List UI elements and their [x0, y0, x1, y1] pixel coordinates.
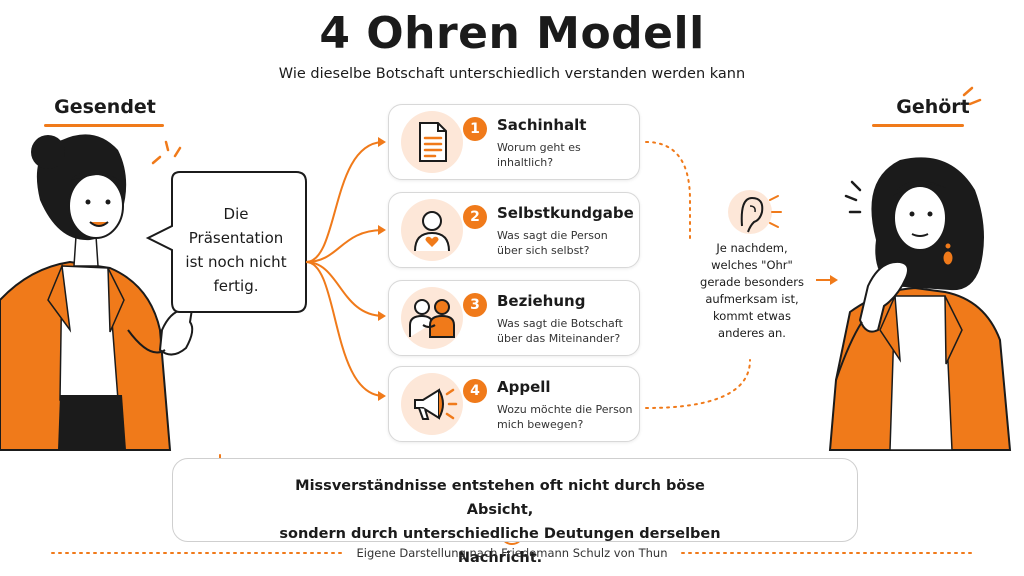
- card-title: Sachinhalt: [497, 116, 587, 134]
- ear-card-beziehung: 3 Beziehung Was sagt die Botschaft über …: [388, 280, 640, 356]
- page-subtitle: Wie dieselbe Botschaft unterschiedlich v…: [278, 66, 746, 82]
- card-description: Was sagt die Person über sich selbst?: [497, 229, 608, 257]
- document-icon: [419, 122, 447, 162]
- insight-box: [172, 458, 858, 542]
- card-icon-circle: [401, 287, 463, 349]
- card-title: Beziehung: [497, 292, 586, 310]
- ear-card-selbstkundgabe: 2 Selbstkundgabe Was sagt die Person übe…: [388, 192, 640, 268]
- ear-explanation-text: Je nachdem, welches "Ohr" gerade besonde…: [700, 241, 804, 340]
- card-number: 4: [463, 379, 487, 403]
- card-description: Was sagt die Botschaft über das Miteinan…: [497, 317, 623, 345]
- sender-label: Gesendet: [54, 96, 156, 118]
- branch-arrows: [305, 141, 385, 397]
- ear-card-appell: 4 Appell Wozu möchte die Person mich bew…: [388, 366, 640, 442]
- branch-arrowheads: [378, 137, 386, 401]
- card-icon-circle: [401, 199, 463, 261]
- ear-icon: [728, 190, 772, 234]
- megaphone-icon: [414, 388, 458, 420]
- sender-label-underline: [44, 124, 164, 127]
- card-number: 1: [463, 117, 487, 141]
- speech-line: fertig.: [213, 277, 259, 295]
- card-number: 3: [463, 293, 487, 317]
- receiver-person-illustration: [828, 157, 1012, 451]
- insight-line: Missverständnisse entstehen oft nicht du…: [295, 478, 705, 518]
- card-description: Worum geht es inhaltlich?: [497, 141, 581, 169]
- speech-line: ist noch nicht: [185, 253, 287, 271]
- sender-emphasis-strokes: [151, 140, 182, 165]
- insight-line: sondern durch unterschiedliche Deutungen…: [279, 526, 721, 566]
- ear-emphasis-strokes: [769, 195, 782, 228]
- footer-credit: Eigene Darstellung nach Friedemann Schul…: [356, 546, 668, 560]
- card-title: Selbstkundgabe: [497, 204, 634, 222]
- two-people-icon: [409, 299, 455, 338]
- card-icon-circle: [401, 111, 463, 173]
- receiver-label: Gehört: [896, 96, 970, 118]
- card-number: 2: [463, 205, 487, 229]
- person-heart-icon: [414, 211, 450, 252]
- receiver-thinking-strokes: [844, 180, 862, 214]
- card-icon-circle: [401, 373, 463, 435]
- insight-text: Missverständnisse entstehen oft nicht du…: [270, 474, 730, 570]
- card-title: Appell: [497, 378, 551, 396]
- sender-person-illustration: [0, 134, 196, 451]
- ear-card-sachinhalt: 1 Sachinhalt Worum geht es inhaltlich?: [388, 104, 640, 180]
- receiver-arrow: [816, 275, 838, 285]
- card-description: Wozu möchte die Person mich bewegen?: [497, 403, 633, 431]
- speech-bubble: [145, 171, 307, 313]
- page-title: 4 Ohren Modell: [319, 8, 705, 59]
- speech-bubble-text: Die Präsentation ist noch nicht fertig.: [168, 202, 304, 298]
- receiver-label-underline: [872, 124, 964, 127]
- speech-line: Präsentation: [188, 229, 284, 247]
- speech-line: Die: [223, 205, 249, 223]
- receiver-emphasis-strokes: [962, 86, 982, 106]
- dotted-connectors: [645, 141, 751, 409]
